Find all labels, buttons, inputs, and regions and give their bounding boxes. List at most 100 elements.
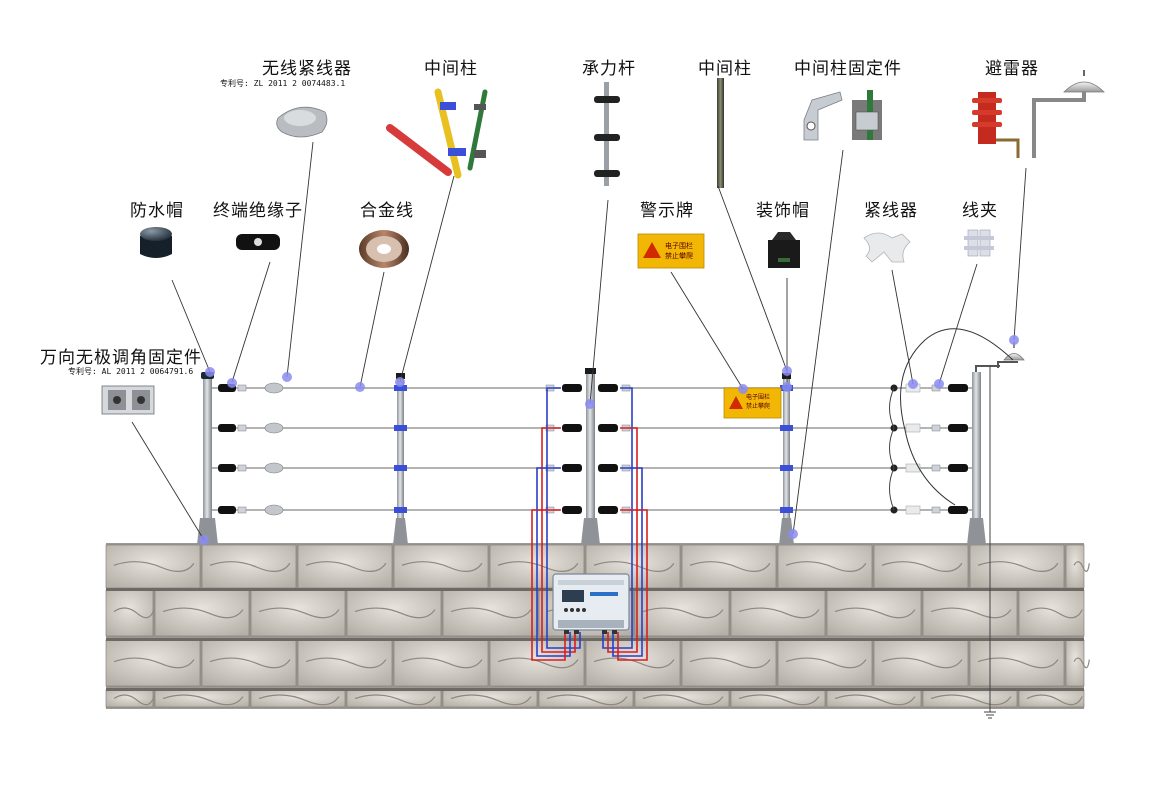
wire-clamp	[931, 464, 941, 472]
label-waterproof-cap: 防水帽	[130, 201, 184, 221]
label-terminal-insulator: 终端绝缘子	[213, 201, 303, 221]
stone-block	[297, 544, 393, 589]
stone-crack	[834, 694, 916, 706]
sign-icon-line1: 电子围栏	[665, 241, 693, 250]
bearing-insulator	[562, 506, 582, 514]
stone-block	[250, 689, 346, 708]
wireless-tensioner	[264, 422, 284, 434]
stone-crack	[401, 561, 483, 572]
stone-crack	[113, 657, 195, 669]
post-clip	[394, 425, 407, 431]
label-wire-clamp: 线夹	[962, 201, 998, 221]
stone-crack	[209, 657, 291, 669]
bearing-insulator	[598, 384, 618, 392]
terminal-insulator	[218, 464, 236, 472]
post-clip	[780, 465, 793, 471]
middle-post-fixture-icon	[803, 90, 882, 141]
terminal-post-left	[197, 378, 218, 545]
stone-block	[922, 689, 1018, 708]
wire-clamp	[931, 506, 941, 514]
wire-clamp	[237, 464, 247, 472]
middle-post-icon-1	[386, 88, 488, 179]
label-tensioner: 紧线器	[864, 201, 918, 221]
bearing-insulator	[562, 424, 582, 432]
stone-block	[922, 589, 1018, 637]
stone-block	[1018, 589, 1085, 637]
wire-clamp	[237, 384, 247, 392]
bearing-insulator	[562, 384, 582, 392]
bearing-rod-icon	[594, 82, 620, 186]
stone-crack	[450, 694, 532, 706]
pointer-dots	[199, 335, 1019, 545]
tensioner-icon	[863, 232, 911, 263]
stone-crack	[1026, 607, 1083, 619]
terminal-post-right	[967, 365, 1000, 545]
stone-crack	[1073, 561, 1090, 572]
stone-crack	[162, 607, 244, 619]
wireless-tensioner	[264, 504, 284, 516]
stone-block	[154, 689, 250, 708]
wire-clamp	[237, 506, 247, 514]
terminal-insulator	[948, 384, 968, 392]
label-middle-post-2: 中间柱	[698, 59, 752, 79]
stone-block	[393, 639, 489, 687]
wire-clamp-icon	[964, 229, 994, 257]
middle-post-icon-2	[717, 78, 724, 188]
stone-crack	[881, 561, 963, 572]
alloy-wire-coil-icon	[359, 230, 409, 268]
tensioner	[905, 505, 921, 515]
stone-crack	[401, 657, 483, 669]
stone-block	[969, 544, 1065, 589]
stone-crack	[1073, 657, 1090, 669]
terminal-insulator-icon	[236, 234, 280, 250]
post-clip	[394, 465, 407, 471]
bearing-insulator	[598, 464, 618, 472]
stone-block	[538, 689, 634, 708]
post-clip	[394, 385, 407, 391]
bearing-insulator	[598, 424, 618, 432]
fence-components	[201, 368, 968, 516]
stone-block	[105, 544, 201, 589]
patent-universal-mount: 专利号: AL 2011 2 0064791.6	[68, 367, 194, 376]
stone-block	[873, 639, 969, 687]
stone-block	[250, 589, 346, 637]
stone-block	[634, 589, 730, 637]
terminal-insulator	[948, 506, 968, 514]
post-clip	[394, 507, 407, 513]
stone-block	[201, 544, 297, 589]
stone-block	[346, 689, 442, 708]
tensioner	[905, 423, 921, 433]
stone-crack	[689, 657, 771, 669]
label-alloy-wire: 合金线	[360, 201, 414, 221]
stone-crack	[354, 607, 436, 619]
stone-block	[201, 639, 297, 687]
stone-block	[681, 544, 777, 589]
stone-crack	[642, 694, 724, 706]
stone-crack	[258, 607, 340, 619]
waterproof-cap-icon	[140, 227, 172, 258]
fence-warning-sign: 电子围栏 禁止攀爬	[723, 387, 782, 419]
bearing-post-center	[581, 372, 600, 545]
bearing-insulator	[562, 464, 582, 472]
stone-block	[442, 589, 538, 637]
stone-block	[969, 639, 1065, 687]
stone-crack	[834, 607, 916, 619]
label-decorative-cap: 装饰帽	[756, 201, 810, 221]
stone-crack	[162, 694, 244, 706]
stone-crack	[258, 694, 340, 706]
decorative-cap	[585, 368, 596, 374]
post-clip	[780, 425, 793, 431]
stone-block	[297, 639, 393, 687]
sign-icon-line2: 禁止攀爬	[665, 251, 693, 260]
stone-crack	[113, 607, 155, 619]
stone-block	[393, 544, 489, 589]
stone-block	[730, 689, 826, 708]
lightning-arrester-icon	[972, 70, 1105, 158]
universal-mount-icon	[101, 385, 155, 415]
cables	[531, 387, 648, 661]
terminal-insulator	[948, 464, 968, 472]
stone-crack	[497, 657, 579, 669]
jumper-wire	[889, 387, 895, 511]
stone-crack	[593, 657, 675, 669]
terminal-insulator	[218, 424, 236, 432]
